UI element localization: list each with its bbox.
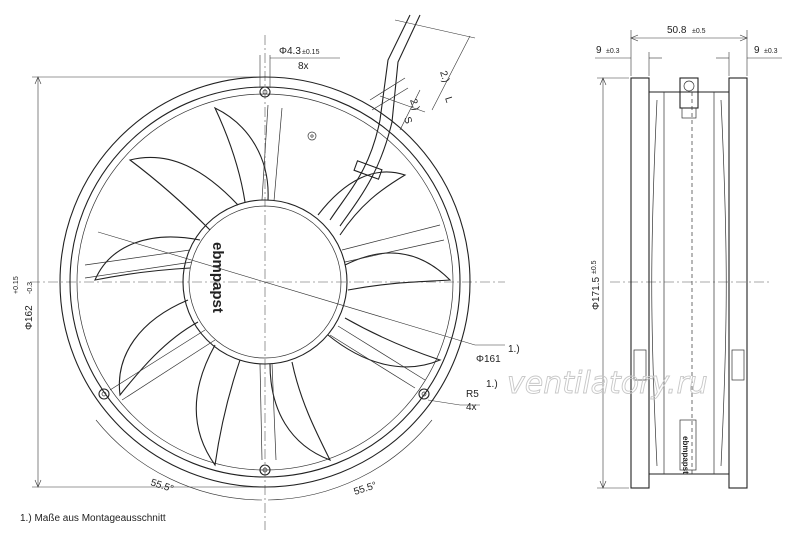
height-text: Φ171.5 ±0.5 bbox=[591, 260, 602, 310]
width-tol-label: ±0.5 bbox=[692, 28, 706, 35]
front-view bbox=[30, 14, 505, 530]
brand-label: ebmpapst bbox=[209, 242, 226, 313]
cable-gland bbox=[679, 77, 699, 109]
angle-right-label: 55.5° bbox=[353, 480, 379, 498]
flange-right-label: 9 bbox=[754, 45, 760, 56]
cable bbox=[329, 14, 421, 227]
side-brand-mark: ebmpapst bbox=[681, 436, 690, 474]
height-tol-label: ±0.5 bbox=[591, 260, 598, 274]
brand-mark: ebmpapst bbox=[209, 242, 226, 313]
width-dimension bbox=[595, 30, 782, 76]
cable-note-a: 2.) bbox=[437, 70, 451, 84]
right-flange bbox=[728, 77, 748, 489]
hole-tol-label: ±0.15 bbox=[302, 49, 320, 56]
width-label: 50.8 bbox=[667, 25, 687, 36]
radius-qty-label: 4x bbox=[466, 402, 477, 413]
housing-outer-ring bbox=[59, 76, 471, 488]
support-struts bbox=[84, 104, 445, 461]
circle-dia-leader bbox=[97, 231, 505, 346]
fan-dia-dimension bbox=[32, 76, 262, 488]
hole-dimension bbox=[259, 55, 340, 88]
height-dimension bbox=[597, 77, 629, 489]
hub-outer bbox=[182, 199, 348, 365]
left-flange bbox=[630, 77, 650, 489]
circle-note-label: 1.) bbox=[508, 344, 520, 355]
cable-note-b: 2.) bbox=[407, 98, 421, 112]
angle-dimensions bbox=[95, 419, 433, 501]
mounting-holes bbox=[98, 86, 430, 476]
hole-qty-label: 8x bbox=[298, 61, 309, 72]
flange-left-tol: ±0.3 bbox=[606, 48, 620, 55]
fan-dia-label: Φ162 bbox=[24, 305, 35, 330]
footnote: 1.) Maße aus Montageausschnitt bbox=[20, 513, 166, 524]
side-view bbox=[595, 30, 782, 489]
flange-right-tol: ±0.3 bbox=[764, 48, 778, 55]
hub-inner bbox=[188, 205, 342, 359]
radius-note-label: 1.) bbox=[486, 379, 498, 390]
cable-dimension bbox=[379, 19, 476, 131]
cable-l-label: L bbox=[442, 96, 454, 105]
fan-dia-tol-lower: -0.3 bbox=[27, 282, 34, 294]
cable-s-label: S bbox=[401, 116, 414, 126]
radius-label: R5 bbox=[466, 389, 479, 400]
height-label: Φ171.5 bbox=[591, 277, 602, 310]
side-brand-label: ebmpapst bbox=[681, 436, 690, 474]
impeller-blades bbox=[94, 106, 452, 467]
radius-leader bbox=[427, 399, 480, 406]
flange-left-label: 9 bbox=[596, 45, 602, 56]
angle-left-label: 55.5° bbox=[149, 477, 175, 495]
watermark: ventilatory.ru bbox=[507, 366, 708, 401]
fan-dia-tol-upper: +0.15 bbox=[13, 276, 20, 294]
hole-dia-label: Φ4.3 bbox=[279, 46, 301, 57]
circle-dia-label: Φ161 bbox=[476, 354, 501, 365]
side-label-plate bbox=[679, 419, 697, 471]
fan-dia-text: Φ162 +0.15 -0.3 bbox=[13, 276, 35, 330]
